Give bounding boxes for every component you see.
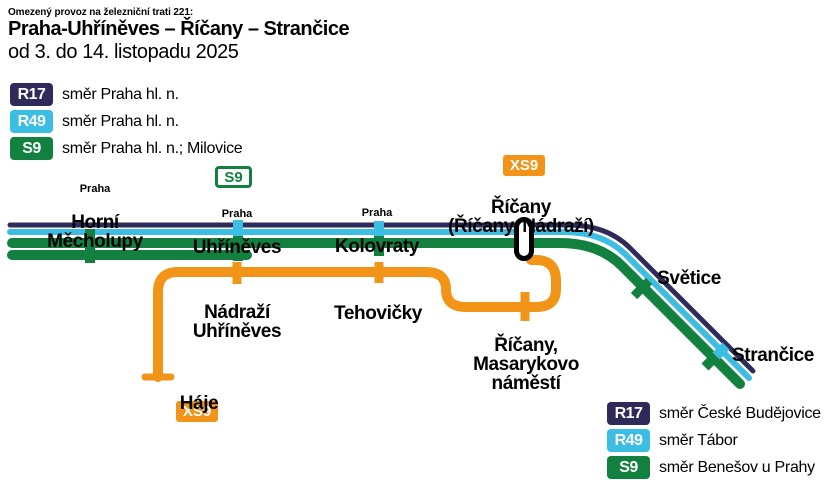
line-badge-r49: R49 — [607, 429, 650, 452]
line-xs9-bus-path — [153, 255, 561, 382]
line-s9-path — [7, 238, 745, 389]
station-prefix: Praha — [361, 207, 393, 219]
station-label-haje: Háje — [180, 376, 219, 431]
xs9-badge-ricany: XS9 — [503, 155, 545, 176]
xs9-badge-haje: XS9 — [176, 401, 218, 422]
station-label-tehovicky: Tehovičky — [334, 286, 422, 341]
station-label-horni-mecholupy: Praha Horní Měcholupy — [47, 165, 143, 269]
station-name: Uhříněves — [192, 237, 282, 258]
legend-label: směr Praha hl. n. — [62, 85, 179, 103]
ricany-interchange-marker — [514, 217, 534, 261]
station-label-nadrazi-uhrineves: Nádraží Uhříněves — [192, 285, 282, 359]
legend-row-r17: R17 směr Praha hl. n. — [10, 83, 242, 106]
legend-label: směr Praha hl. n. — [62, 112, 179, 130]
legend-label: směr Tábor — [659, 431, 738, 449]
tick-strancice-s9 — [701, 352, 720, 371]
station-name: Světice — [657, 268, 721, 289]
page-title: Praha-Uhříněves – Říčany – Strančice — [8, 18, 350, 40]
date-range: od 3. do 14. listopadu 2025 — [8, 41, 239, 63]
line-badge-r17: R17 — [10, 83, 53, 106]
legend-row-r17: R17 směr České Budějovice — [607, 402, 821, 425]
station-name: Háje — [179, 393, 219, 414]
tick-strancice-r49 — [712, 342, 730, 360]
line-badge-r17: R17 — [607, 402, 650, 425]
line-r49-path — [7, 229, 752, 381]
legend-label: směr České Budějovice — [659, 404, 821, 422]
line-badge-s9: S9 — [10, 137, 53, 160]
station-label-masarykovo-namesti: Říčany, Masarykovo náměstí — [473, 318, 579, 411]
station-name: Strančice — [732, 345, 814, 366]
station-name: Horní Měcholupy — [47, 212, 143, 252]
legend-row-s9: S9 směr Benešov u Prahy — [607, 456, 821, 479]
legend-top: R17 směr Praha hl. n. R49 směr Praha hl.… — [10, 83, 243, 160]
station-prefix: Praha — [221, 208, 253, 220]
station-name: Říčany (Říčany, Nádraží) — [448, 197, 594, 237]
station-prefix: Praha — [79, 183, 111, 195]
line-badge-r49: R49 — [10, 110, 53, 133]
tick-svetice — [630, 277, 653, 300]
station-label-strancice: Strančice — [732, 328, 814, 383]
station-label-ricany: Říčany (Říčany, Nádraží) — [448, 180, 594, 254]
legend-label: směr Benešov u Prahy — [659, 458, 815, 476]
station-label-kolovraty: Praha Kolovraty — [335, 189, 419, 274]
station-name: Říčany, Masarykovo náměstí — [473, 335, 579, 394]
line-r17-path — [7, 222, 756, 374]
legend-row-r49: R49 směr Tábor — [607, 429, 821, 452]
station-label-svetice: Světice — [657, 251, 721, 306]
station-label-uhrineves: Praha Uhříněves — [192, 190, 282, 275]
legend-row-s9: S9 směr Praha hl. n.; Milovice — [10, 137, 243, 160]
legend-label: směr Praha hl. n.; Milovice — [62, 139, 243, 157]
legend-row-r49: R49 směr Praha hl. n. — [10, 110, 242, 133]
legend-bottom: R17 směr České Budějovice R49 směr Tábor… — [607, 402, 821, 479]
line-badge-s9: S9 — [607, 456, 650, 479]
station-name: Tehovičky — [334, 303, 422, 324]
station-name: Kolovraty — [334, 236, 420, 257]
s9-terminus-badge: S9 — [215, 166, 252, 188]
header-kicker: Omezený provoz na železniční trati 221: — [8, 7, 194, 18]
station-name: Nádraží Uhříněves — [192, 302, 282, 342]
